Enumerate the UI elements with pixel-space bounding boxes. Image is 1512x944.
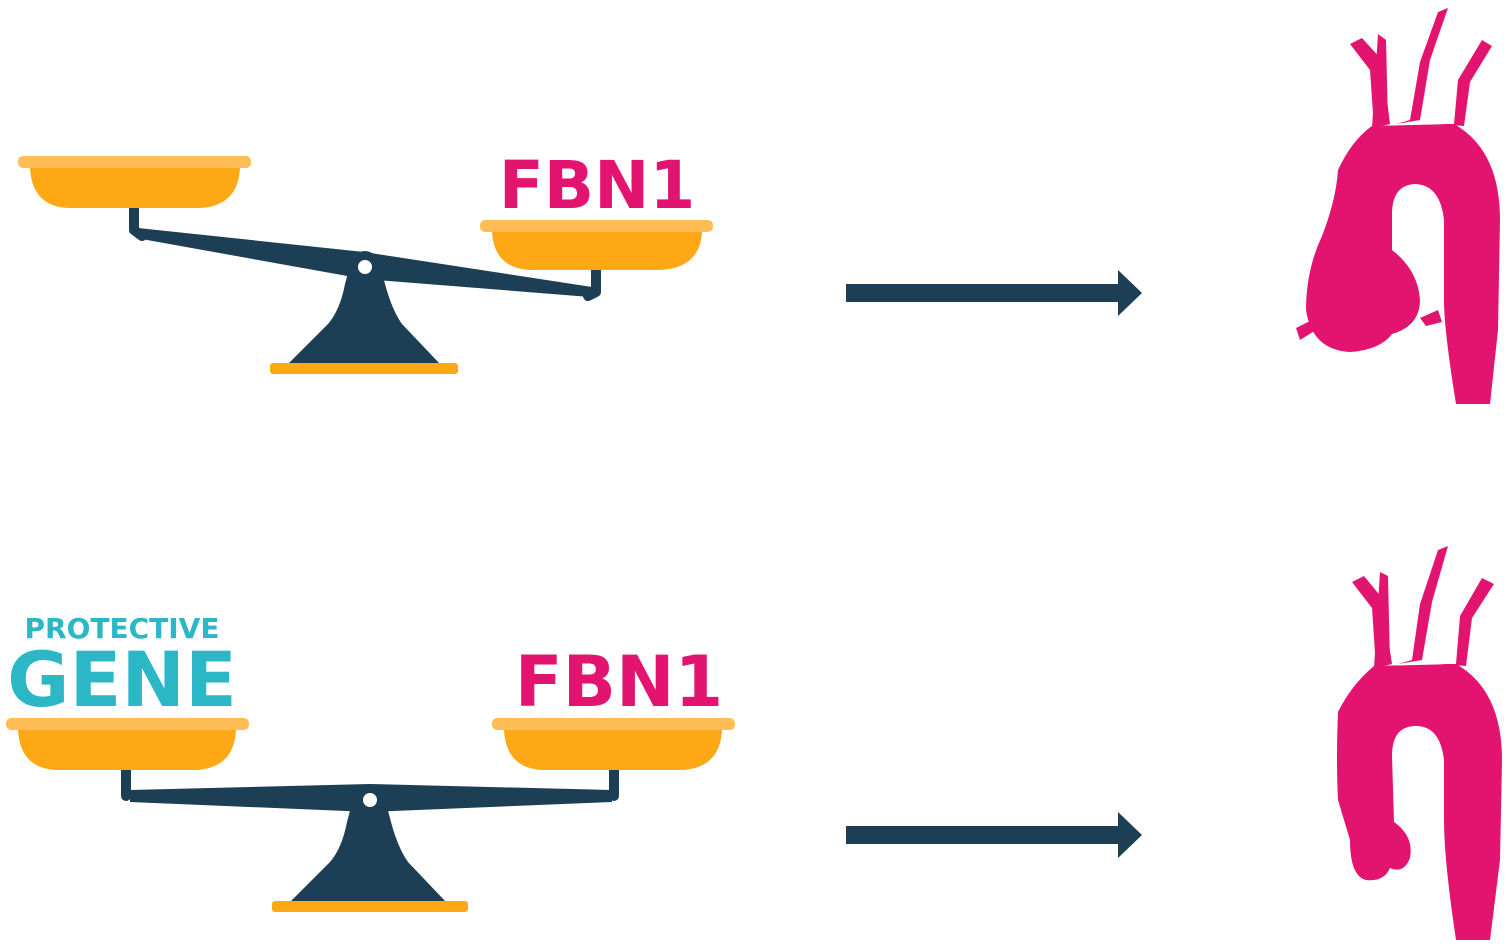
- left-pan-rim: [6, 718, 249, 730]
- gene-label-big: GENE: [7, 635, 237, 724]
- scale-stand: [288, 251, 440, 364]
- scale-base: [270, 363, 458, 374]
- right-hanger: [583, 263, 601, 301]
- pivot: [363, 793, 377, 807]
- aorta-icon-normal: [1337, 546, 1502, 940]
- right-pan-rim: [492, 718, 735, 730]
- protective-label-small: PROTECTIVE: [25, 612, 220, 645]
- left-hanger: [129, 203, 147, 241]
- left-pan-rim: [18, 156, 251, 168]
- right-pan-rim: [480, 220, 713, 232]
- scale-stand: [290, 788, 446, 902]
- scale-imbalanced: FBN1: [18, 147, 713, 374]
- scale-balanced: PROTECTIVE GENE FBN1: [6, 612, 735, 912]
- fbn1-label-top: FBN1: [499, 147, 696, 224]
- fbn1-label-bottom: FBN1: [515, 641, 723, 723]
- left-pan: [30, 168, 240, 208]
- right-pan: [504, 730, 722, 770]
- arrow-right-icon: [846, 270, 1142, 316]
- pivot: [358, 260, 372, 274]
- left-pan: [18, 730, 236, 770]
- aorta-icon-dilated: [1296, 8, 1500, 404]
- right-pan: [492, 232, 702, 270]
- arrow-right-icon: [846, 812, 1142, 858]
- scale-base: [272, 901, 468, 912]
